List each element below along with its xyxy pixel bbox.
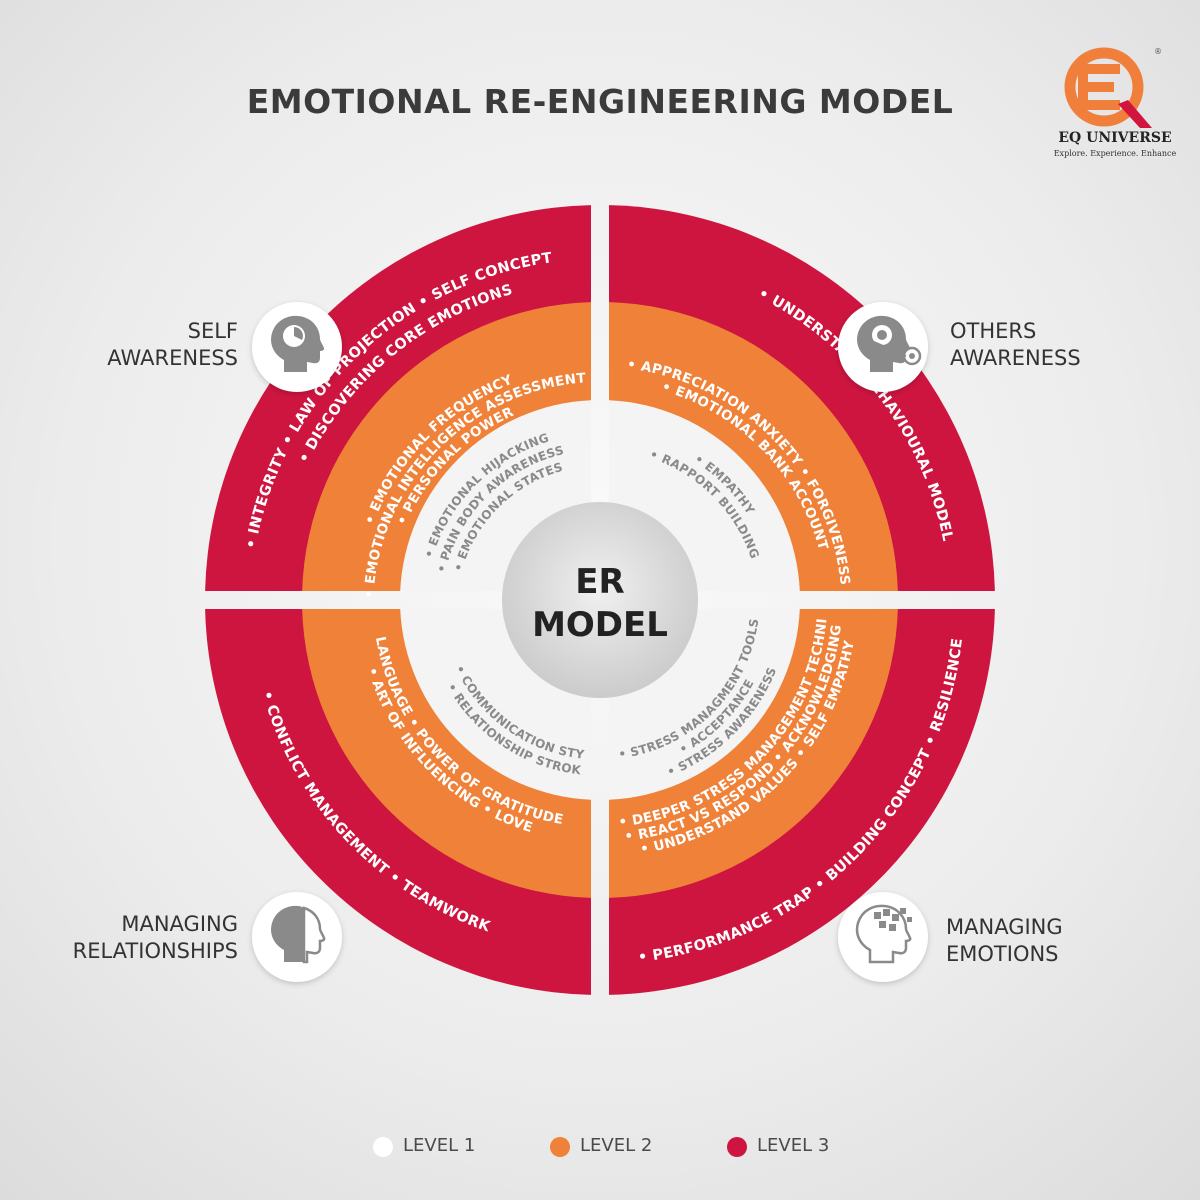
rings-group: [205, 205, 995, 995]
label-line: EMOTIONS: [946, 942, 1059, 966]
legend-dot-level1: [373, 1137, 393, 1157]
center-line1: ER: [575, 562, 624, 602]
others-awareness-badge: [838, 302, 928, 392]
self-awareness-badge: [252, 302, 342, 392]
label-line: AWARENESS: [107, 346, 238, 370]
label-managing-relationships: MANAGING RELATIONSHIPS: [20, 911, 238, 965]
label-line: RELATIONSHIPS: [72, 939, 238, 963]
label-line: OTHERS: [950, 319, 1037, 343]
center-line2: MODEL: [532, 605, 668, 645]
label-line: MANAGING: [946, 915, 1063, 939]
legend-dot-level2: [550, 1137, 570, 1157]
legend-label: LEVEL 2: [580, 1135, 653, 1156]
legend-label: LEVEL 1: [403, 1135, 476, 1156]
svg-text:®: ®: [1154, 47, 1162, 56]
logo-tagline: Explore. Experience. Enhance: [1053, 149, 1177, 158]
two-heads-icon: [271, 905, 326, 964]
logo-name: EQ UNIVERSE: [1058, 130, 1172, 146]
managing-relationships-badge: [252, 892, 342, 982]
legend-dot-level3: [727, 1137, 747, 1157]
head-gears-icon: [857, 315, 922, 372]
label-self-awareness: SELF AWARENESS: [60, 318, 238, 372]
page-title: EMOTIONAL RE-ENGINEERING MODEL: [246, 82, 954, 121]
legend-label: LEVEL 3: [757, 1135, 830, 1156]
head-puzzle-icon: [855, 904, 912, 964]
center-disc: [502, 502, 698, 698]
eq-logo-mark: ®: [1064, 47, 1162, 128]
eq-universe-logo: ® EQ UNIVERSE Explore. Experience. Enhan…: [1040, 44, 1190, 184]
managing-emotions-badge: [838, 892, 928, 982]
label-others-awareness: OTHERS AWARENESS: [950, 318, 1170, 372]
head-clock-icon: [271, 315, 325, 372]
legend: LEVEL 1 LEVEL 2 LEVEL 3: [0, 1133, 1200, 1163]
label-line: AWARENESS: [950, 346, 1081, 370]
label-line: MANAGING: [121, 912, 238, 936]
label-line: SELF: [187, 319, 238, 343]
label-managing-emotions: MANAGING EMOTIONS: [946, 914, 1166, 968]
